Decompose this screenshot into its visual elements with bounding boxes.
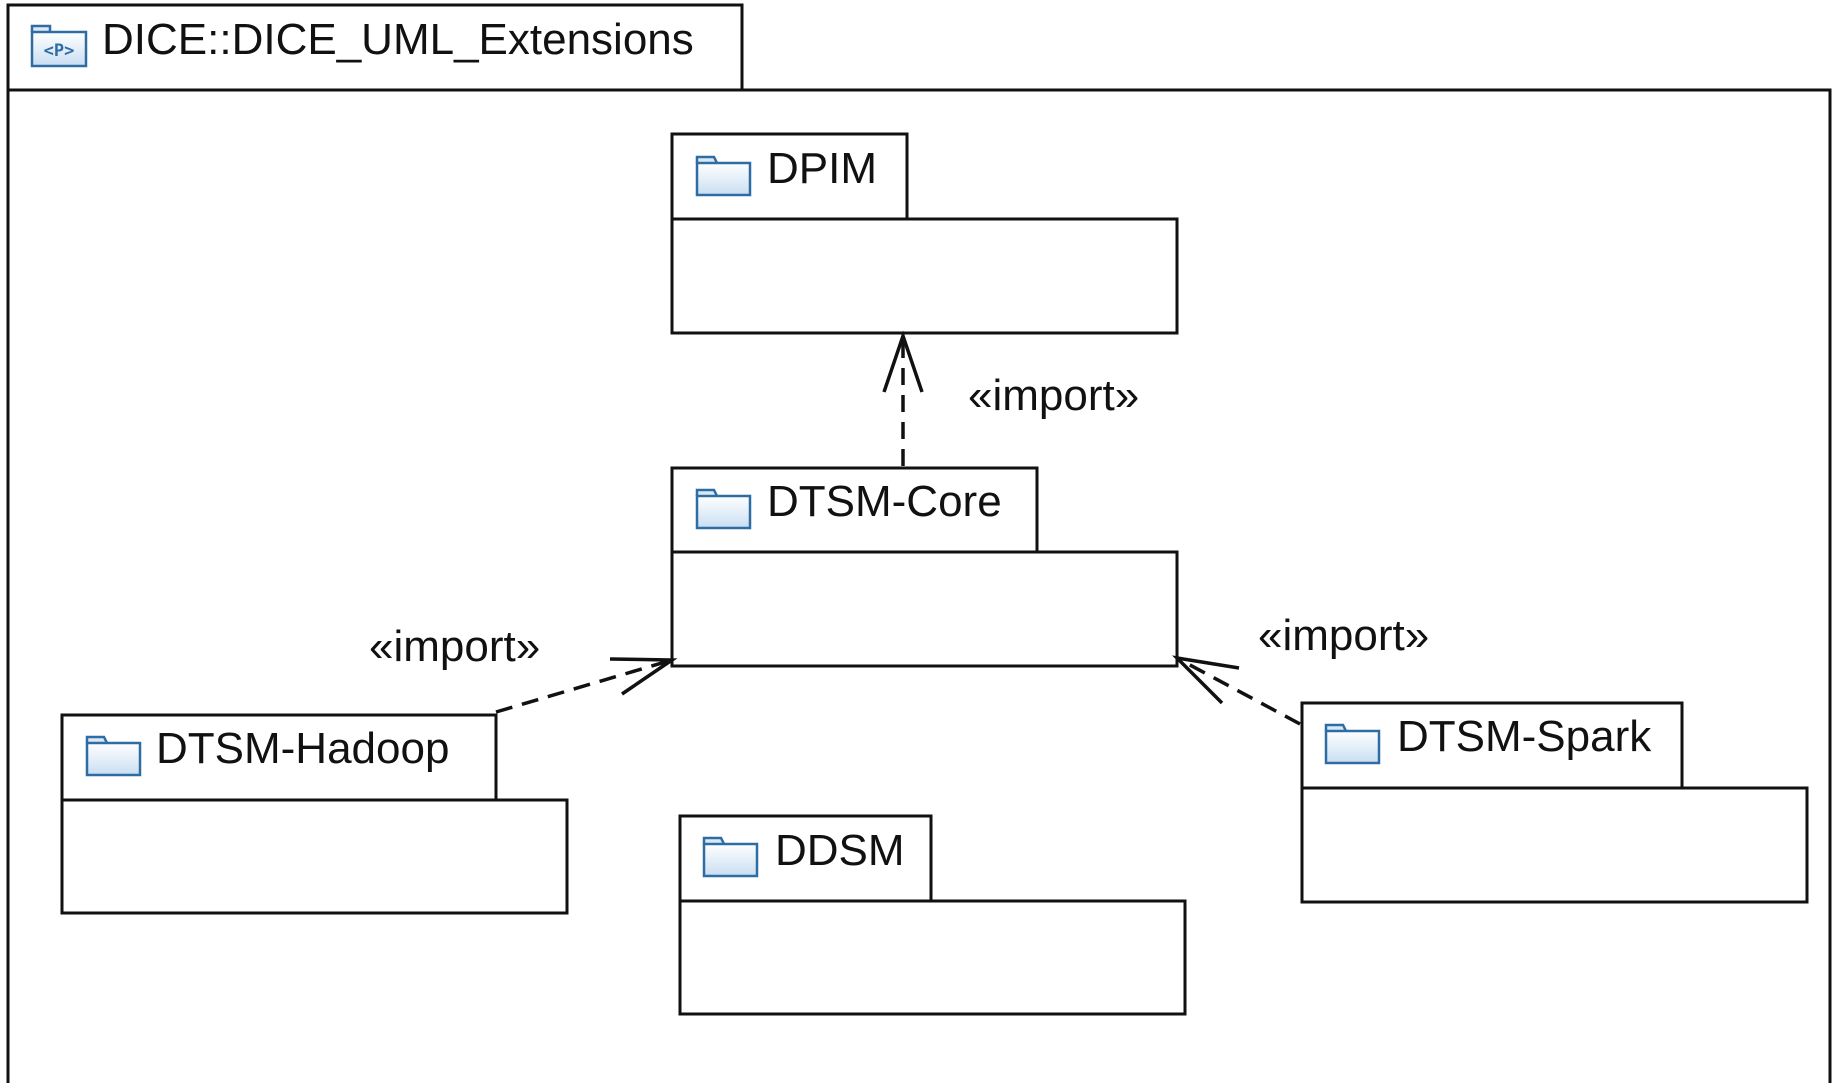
- import-dependency-hadoop-to-core[interactable]: «import»: [369, 622, 678, 714]
- package-body: [670, 550, 1179, 668]
- package-body: [60, 798, 569, 915]
- package-ddsm[interactable]: DDSM: [678, 814, 1187, 1016]
- package-folder-icon: [1324, 723, 1381, 765]
- outer-package-title: DICE::DICE_UML_Extensions: [102, 15, 694, 64]
- package-tab: [670, 466, 1039, 552]
- import-dependency-spark-to-core[interactable]: «import»: [1171, 611, 1429, 726]
- package-dpim[interactable]: DPIM: [670, 132, 1179, 335]
- package-tab: [670, 132, 909, 219]
- import-dependency-core-to-dpim[interactable]: «import»: [882, 330, 1139, 466]
- import-label: «import»: [369, 622, 540, 671]
- outer-package-body: [6, 88, 1832, 1083]
- package-folder-icon: [695, 488, 752, 530]
- import-label: «import»: [1258, 611, 1429, 660]
- package-body: [678, 899, 1187, 1016]
- profile-package-icon: <P>: [30, 24, 88, 68]
- package-title: DTSM-Core: [767, 477, 1002, 526]
- package-tab: [678, 814, 933, 901]
- package-tab: [60, 713, 498, 800]
- package-folder-icon: [85, 735, 142, 777]
- package-title: DDSM: [775, 826, 905, 875]
- package-folder-icon: [695, 155, 752, 197]
- package-dtsm-hadoop[interactable]: DTSM-Hadoop: [60, 713, 569, 915]
- package-dtsm-core[interactable]: DTSM-Core: [670, 466, 1179, 668]
- open-arrowhead-icon: [1171, 655, 1240, 705]
- package-title: DTSM-Spark: [1397, 712, 1652, 761]
- package-folder-icon: [702, 836, 759, 878]
- dependency-line: [1176, 656, 1301, 726]
- outer-package-tab: [6, 3, 744, 90]
- dependency-line: [495, 658, 673, 714]
- package-title: DTSM-Hadoop: [156, 724, 449, 773]
- package-body: [1300, 786, 1809, 904]
- package-tab: [1300, 701, 1684, 788]
- open-arrowhead-icon: [882, 330, 924, 393]
- import-label: «import»: [968, 371, 1139, 420]
- package-title: DPIM: [767, 144, 877, 193]
- package-dtsm-spark[interactable]: DTSM-Spark: [1300, 701, 1809, 904]
- package-body: [670, 217, 1179, 335]
- open-arrowhead-icon: [609, 657, 678, 696]
- outer-package[interactable]: <P> DICE::DICE_UML_Extensions: [6, 3, 1832, 1083]
- svg-text:<P>: <P>: [44, 41, 75, 61]
